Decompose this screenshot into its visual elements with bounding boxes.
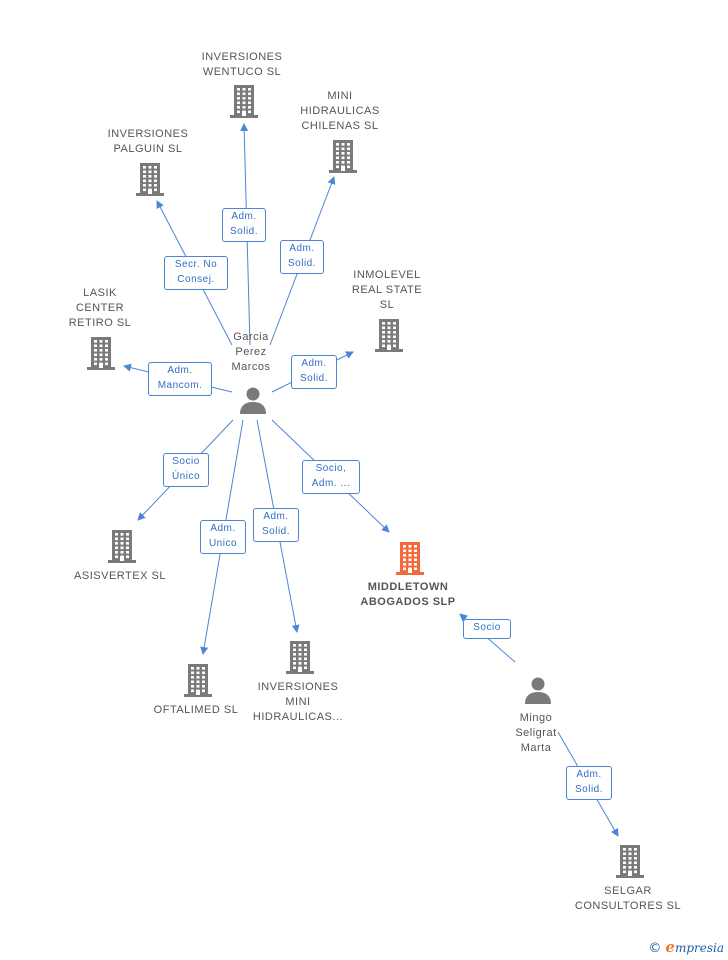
building-icon[interactable] (394, 541, 426, 580)
node-label[interactable]: MINI HIDRAULICAS CHILENAS SL (300, 90, 380, 132)
building-icon[interactable] (228, 84, 260, 123)
brand-name: mpresia (674, 941, 724, 955)
edge-label[interactable]: Adm. Solid. (566, 766, 612, 800)
copyright-symbol: © (648, 941, 662, 956)
edge-label[interactable]: Adm. Solid. (253, 508, 299, 542)
edge-label[interactable]: Socio, Adm. ... (302, 460, 360, 494)
building-icon[interactable] (182, 663, 214, 702)
building-icon[interactable] (614, 844, 646, 883)
node-label[interactable]: INVERSIONES PALGUIN SL (107, 128, 189, 155)
node-label[interactable]: OFTALIMED SL (153, 704, 239, 716)
person-icon[interactable] (238, 385, 268, 420)
building-icon[interactable] (327, 139, 359, 178)
building-icon[interactable] (85, 336, 117, 375)
edge-label[interactable]: Adm. Unico (200, 520, 246, 554)
building-icon[interactable] (106, 529, 138, 568)
node-label[interactable]: INMOLEVEL REAL STATE SL (351, 269, 423, 311)
node-label[interactable]: MIDDLETOWN ABOGADOS SLP (360, 581, 456, 608)
node-label[interactable]: ASISVERTEX SL (74, 570, 166, 582)
building-icon[interactable] (134, 162, 166, 201)
edge-label[interactable]: Secr. No Consej. (164, 256, 228, 290)
edge-label[interactable]: Adm. Solid. (291, 355, 337, 389)
building-icon[interactable] (284, 640, 316, 679)
node-label[interactable]: INVERSIONES MINI HIDRAULICAS... (252, 681, 344, 723)
person-icon[interactable] (523, 675, 553, 710)
node-label[interactable]: SELGAR CONSULTORES SL (574, 885, 682, 912)
edge-label[interactable]: Socio (463, 619, 511, 639)
edge-label[interactable]: Adm. Mancom. (148, 362, 212, 396)
node-label[interactable]: LASIK CENTER RETIRO SL (68, 287, 132, 329)
edge-label[interactable]: Adm. Solid. (222, 208, 266, 242)
node-label[interactable]: INVERSIONES WENTUCO SL (201, 51, 283, 78)
building-icon[interactable] (373, 318, 405, 357)
edge-label[interactable]: Socio Único (163, 453, 209, 487)
brand-initial: e (665, 938, 675, 956)
brand-footer[interactable]: ©empresia (648, 938, 724, 956)
node-label[interactable]: Mingo Seligrat Marta (515, 712, 557, 754)
edge-label[interactable]: Adm. Solid. (280, 240, 324, 274)
node-label[interactable]: Garcia Perez Marcos (231, 331, 271, 373)
